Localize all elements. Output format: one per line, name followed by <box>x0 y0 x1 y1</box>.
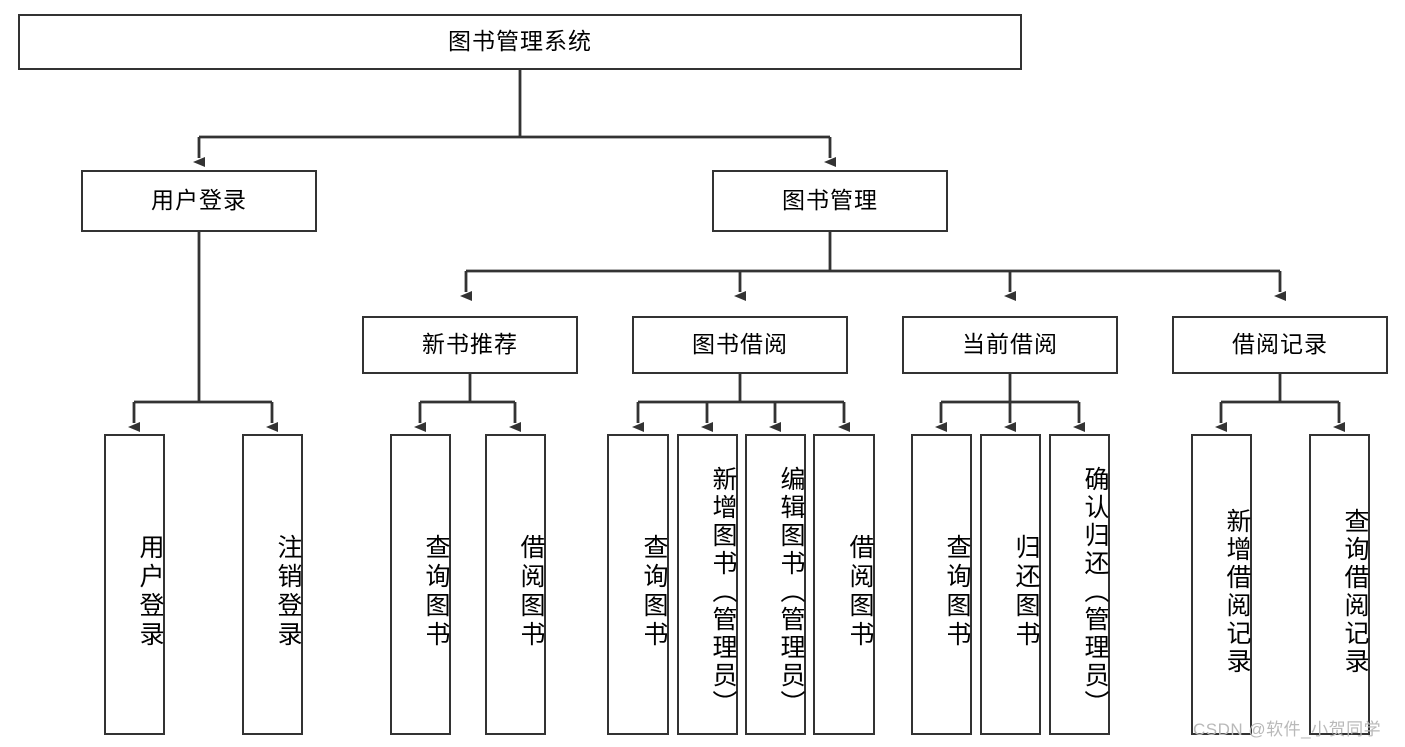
node-book-borrow-label: 图书借阅 <box>692 331 788 358</box>
node-leaf-return-book-label: 归还图书 <box>1012 533 1040 650</box>
node-leaf-query-book-3-label: 查询图书 <box>943 533 971 650</box>
node-borrow-record-label: 借阅记录 <box>1232 331 1328 358</box>
node-leaf-logout-label: 注销登录 <box>274 533 302 650</box>
node-leaf-user-login[interactable]: 用户登录 <box>104 434 165 735</box>
node-leaf-logout[interactable]: 注销登录 <box>242 434 303 735</box>
node-book-borrow[interactable]: 图书借阅 <box>632 316 848 374</box>
node-root-label: 图书管理系统 <box>448 28 592 55</box>
node-leaf-borrow-book-2-label: 借阅图书 <box>846 533 874 650</box>
node-leaf-query-book-1[interactable]: 查询图书 <box>390 434 451 735</box>
watermark-csdn: CSDN @软件_小贺同学 <box>1193 720 1382 739</box>
node-leaf-add-record[interactable]: 新增借阅记录 <box>1191 434 1252 735</box>
node-new-book-rec[interactable]: 新书推荐 <box>362 316 578 374</box>
node-book-manage-label: 图书管理 <box>782 187 878 214</box>
node-leaf-query-book-2[interactable]: 查询图书 <box>607 434 669 735</box>
node-leaf-query-record[interactable]: 查询借阅记录 <box>1309 434 1370 735</box>
node-leaf-user-login-label: 用户登录 <box>136 533 164 650</box>
node-leaf-query-record-label: 查询借阅记录 <box>1341 507 1369 676</box>
node-leaf-edit-book-label: 编辑图书（管理员） <box>777 465 805 718</box>
node-current-borrow-label: 当前借阅 <box>962 331 1058 358</box>
node-user-login-label: 用户登录 <box>151 187 247 214</box>
node-root[interactable]: 图书管理系统 <box>18 14 1022 70</box>
node-leaf-query-book-2-label: 查询图书 <box>640 533 668 650</box>
node-leaf-borrow-book-2[interactable]: 借阅图书 <box>813 434 875 735</box>
node-leaf-add-book-label: 新增图书（管理员） <box>709 465 737 718</box>
node-leaf-query-book-3[interactable]: 查询图书 <box>911 434 972 735</box>
node-leaf-borrow-book-1[interactable]: 借阅图书 <box>485 434 546 735</box>
node-leaf-edit-book[interactable]: 编辑图书（管理员） <box>745 434 806 735</box>
node-book-manage[interactable]: 图书管理 <box>712 170 948 232</box>
node-user-login[interactable]: 用户登录 <box>81 170 317 232</box>
node-leaf-return-book[interactable]: 归还图书 <box>980 434 1041 735</box>
node-leaf-add-record-label: 新增借阅记录 <box>1223 507 1251 676</box>
node-leaf-add-book[interactable]: 新增图书（管理员） <box>677 434 738 735</box>
node-new-book-rec-label: 新书推荐 <box>422 331 518 358</box>
node-current-borrow[interactable]: 当前借阅 <box>902 316 1118 374</box>
node-leaf-confirm-return-label: 确认归还（管理员） <box>1081 465 1109 718</box>
node-leaf-borrow-book-1-label: 借阅图书 <box>517 533 545 650</box>
node-borrow-record[interactable]: 借阅记录 <box>1172 316 1388 374</box>
node-leaf-confirm-return[interactable]: 确认归还（管理员） <box>1049 434 1110 735</box>
node-leaf-query-book-1-label: 查询图书 <box>422 533 450 650</box>
